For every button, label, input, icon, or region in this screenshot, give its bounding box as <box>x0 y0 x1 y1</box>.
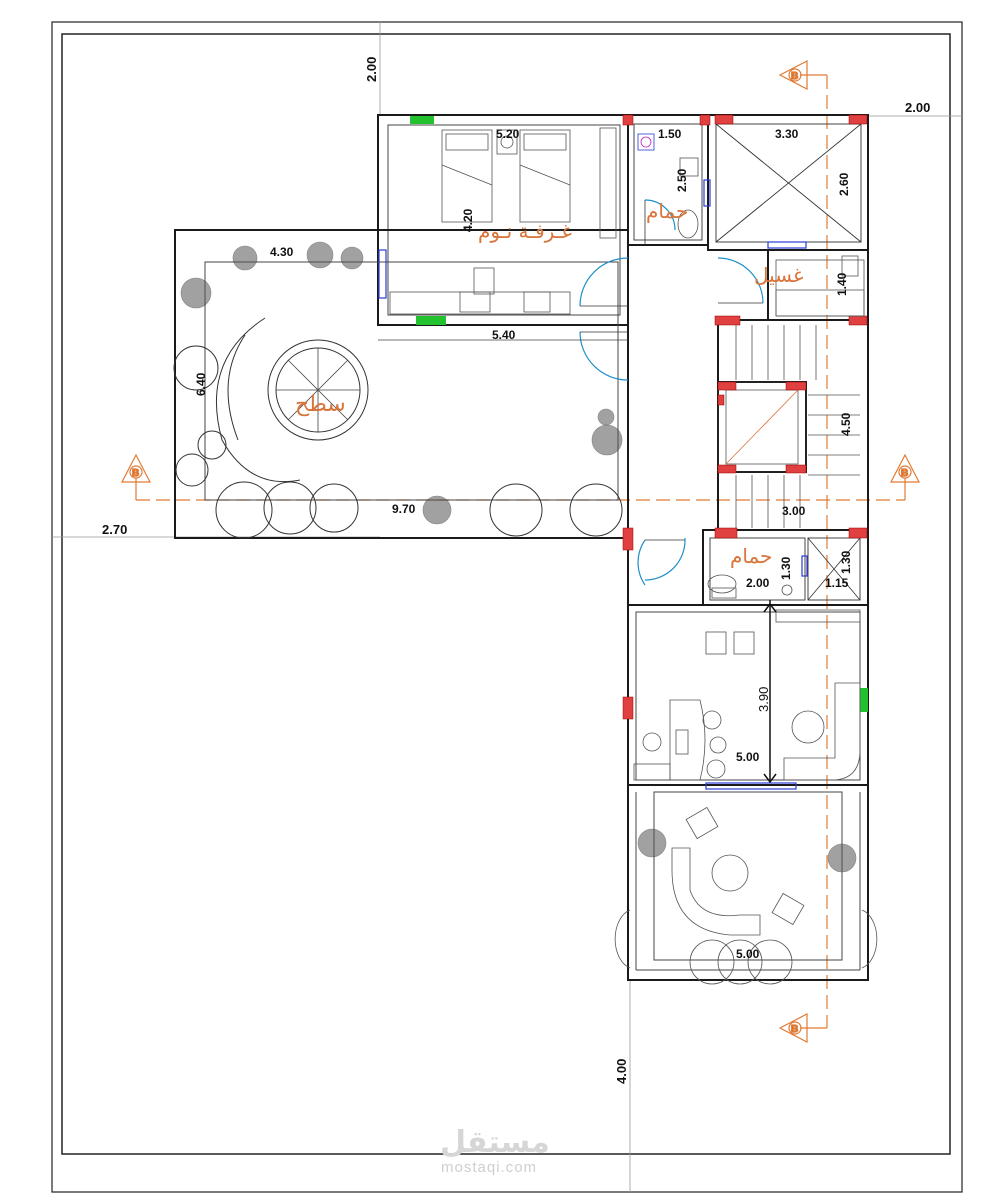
living-furniture <box>633 600 861 784</box>
section-line-vertical <box>800 74 828 1029</box>
watermark-arabic: مستقل <box>440 1125 550 1160</box>
section-marker-right: B <box>890 453 920 483</box>
label-roof: سطح <box>295 392 346 417</box>
dim-bath-bottom-depth: 1.30 <box>779 556 793 580</box>
dim-bottom-setback: 4.00 <box>614 1059 629 1084</box>
dimension-labels: 2.00 2.00 2.70 4.00 5.20 4.20 5.40 1.50 … <box>102 57 930 1084</box>
plants <box>180 241 857 873</box>
dim-stair-width: 3.00 <box>782 504 806 518</box>
windows-green <box>410 116 868 712</box>
svg-text:B: B <box>901 468 908 479</box>
section-markers: B B B B <box>121 60 920 1043</box>
dim-bath-top-width: 1.50 <box>658 127 682 141</box>
section-line-horizontal <box>135 478 906 501</box>
svg-text:B: B <box>791 1024 798 1035</box>
section-marker-bottom: B <box>778 1013 808 1043</box>
doors <box>579 199 764 586</box>
columns <box>622 114 868 720</box>
outer-frame <box>51 21 963 1193</box>
section-marker-top: B <box>778 60 808 90</box>
dim-right-setback: 2.00 <box>905 100 930 115</box>
dim-bedroom-outer: 5.40 <box>492 328 516 342</box>
staircase <box>717 325 860 528</box>
shaft-cross <box>715 123 862 243</box>
dim-shaft-depth: 2.60 <box>837 172 851 196</box>
dim-shaft-width: 3.30 <box>775 127 799 141</box>
terrace-furniture <box>173 317 623 539</box>
dim-balcony-width: 5.00 <box>736 947 760 961</box>
dim-laundry-depth: 1.40 <box>835 272 849 296</box>
small-shaft-cross <box>807 537 861 601</box>
label-bath-top: حمام <box>646 199 688 223</box>
dim-bedroom-depth: 4.20 <box>461 208 475 232</box>
reference-lines <box>52 22 962 1192</box>
dim-bath-top-depth: 2.50 <box>675 168 689 192</box>
dim-small-shaft-width: 1.15 <box>825 576 849 590</box>
label-bedroom: غـرفـة نـوم <box>478 219 572 243</box>
watermark: مستقل mostaqi.com <box>440 1125 550 1176</box>
dim-living-width: 5.00 <box>736 750 760 764</box>
inner-frame <box>61 33 951 1155</box>
dim-left-setback: 2.70 <box>102 522 127 537</box>
watermark-latin: mostaqi.com <box>441 1159 537 1176</box>
dim-stair-length: 4.50 <box>839 412 853 436</box>
room-labels: غـرفـة نـوم حمام غسيل سطح حمام <box>295 199 803 568</box>
dim-bath-bottom-width: 2.00 <box>746 576 770 590</box>
dim-terrace-depth: 6.40 <box>194 372 208 396</box>
dim-small-shaft-depth: 1.30 <box>839 550 853 574</box>
svg-text:B: B <box>791 71 798 82</box>
dim-top-setback: 2.00 <box>364 57 379 82</box>
label-bath-bottom: حمام <box>730 544 772 568</box>
label-laundry: غسيل <box>754 263 803 287</box>
dim-terrace-length: 9.70 <box>392 502 416 516</box>
dim-bedroom-width: 5.20 <box>496 127 520 141</box>
bedroom-furniture <box>389 127 617 315</box>
section-marker-left: B <box>121 453 151 483</box>
windows-blue <box>378 179 808 790</box>
balcony-furniture <box>614 806 878 985</box>
dim-living-depth: 3.90 <box>756 687 771 712</box>
dim-terrace-width: 4.30 <box>270 245 294 259</box>
svg-text:B: B <box>132 468 139 479</box>
bath-fixtures <box>637 133 865 599</box>
